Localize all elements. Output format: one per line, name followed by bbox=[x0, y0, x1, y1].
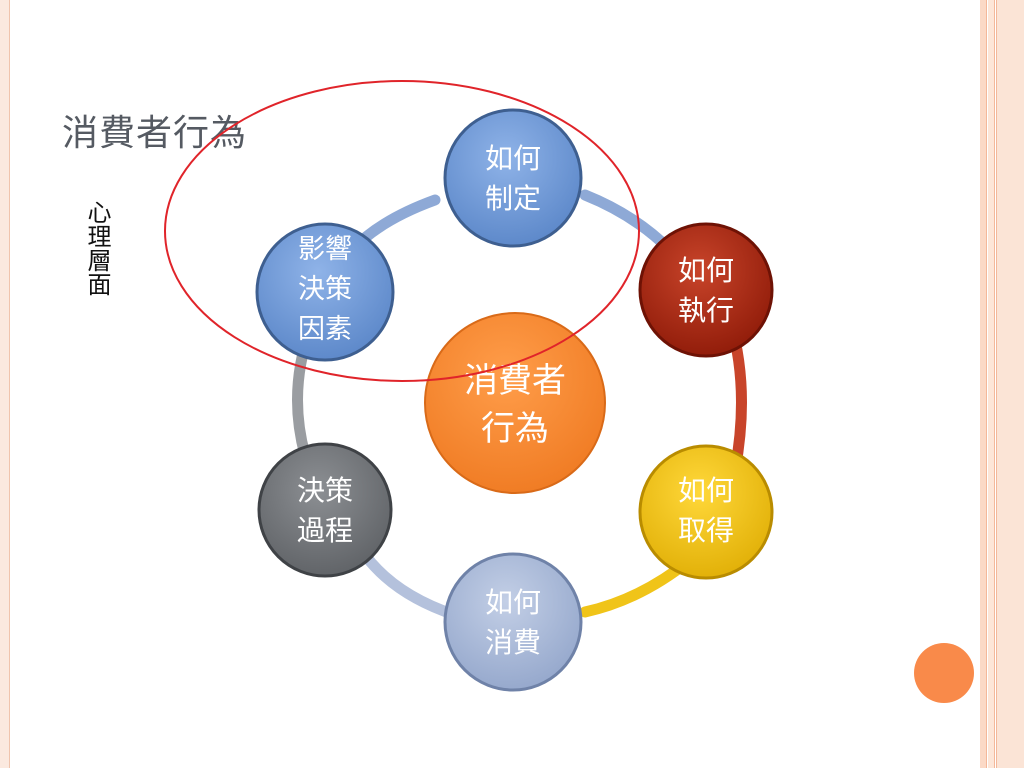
svg-text:如何: 如何 bbox=[678, 474, 734, 507]
svg-text:如何: 如何 bbox=[485, 586, 541, 619]
right-decorative-border bbox=[980, 0, 1024, 768]
node-influence-factors: 影響 決策 因素 bbox=[255, 222, 395, 362]
svg-text:因素: 因素 bbox=[298, 314, 352, 345]
node-how-consume: 如何 消費 bbox=[443, 552, 583, 692]
center-node: 消費者 行為 bbox=[424, 312, 606, 494]
node-how-execute: 如何 執行 bbox=[638, 222, 774, 358]
svg-text:決策: 決策 bbox=[297, 474, 353, 507]
orange-accent-dot bbox=[914, 643, 974, 703]
node-decision-process: 決策 過程 bbox=[257, 442, 393, 578]
svg-text:影響: 影響 bbox=[298, 234, 352, 265]
left-decorative-border bbox=[0, 0, 10, 768]
svg-text:決策: 決策 bbox=[298, 274, 352, 305]
highlight-ellipse bbox=[164, 80, 640, 382]
svg-text:執行: 執行 bbox=[678, 294, 734, 327]
node-how-acquire: 如何 取得 bbox=[638, 444, 774, 580]
node-how-formulate: 如何 制定 bbox=[443, 108, 583, 248]
center-line-1: 消費者 bbox=[464, 361, 566, 401]
svg-text:過程: 過程 bbox=[297, 514, 353, 547]
svg-text:如何: 如何 bbox=[678, 254, 734, 287]
svg-text:取得: 取得 bbox=[678, 514, 734, 547]
center-line-2: 行為 bbox=[481, 409, 549, 449]
svg-text:如何: 如何 bbox=[485, 142, 541, 175]
side-label: 心理層面 bbox=[83, 200, 111, 296]
svg-text:消費: 消費 bbox=[485, 626, 541, 659]
svg-text:制定: 制定 bbox=[485, 182, 541, 215]
slide-title: 消費者行為 bbox=[62, 113, 248, 154]
